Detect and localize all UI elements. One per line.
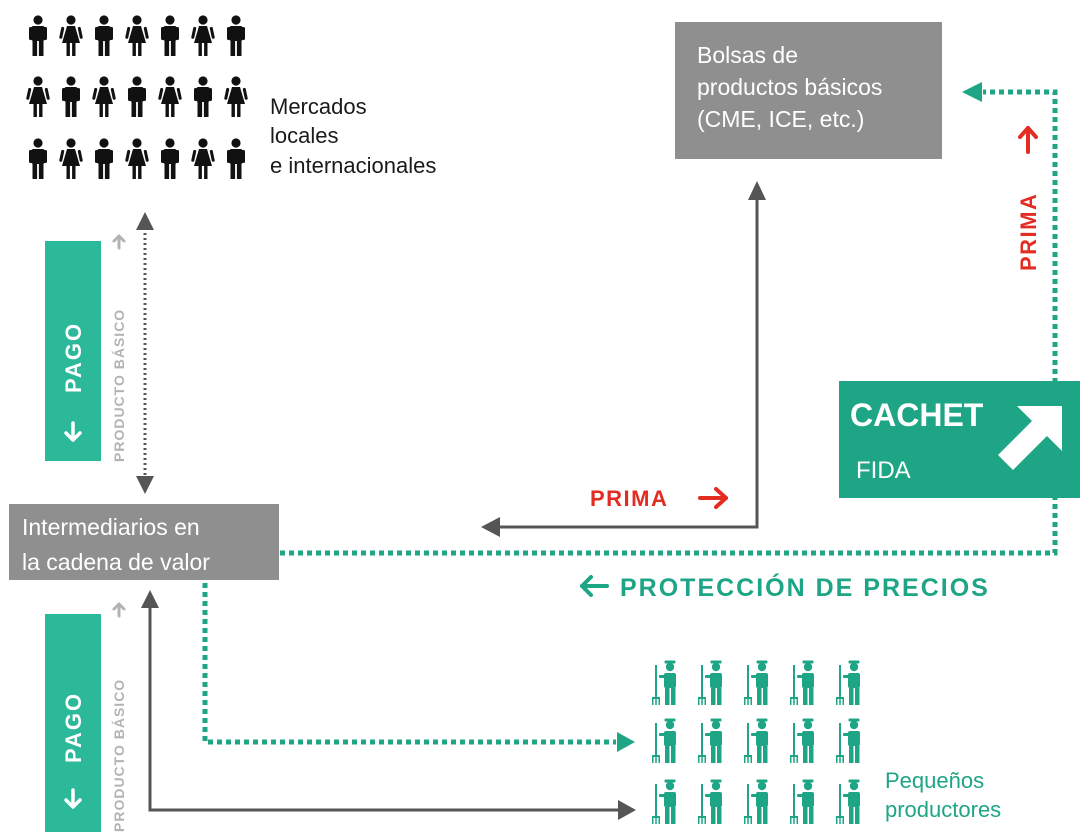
markets-label-line2: locales [270,123,338,148]
person-icon [191,138,215,179]
intermediaries-label-line2: la cadena de valor [22,549,210,575]
markets-intermediaries-connector [136,212,154,494]
diagonal-arrow-icon [998,406,1062,470]
person-icon [59,138,83,179]
person-icon [29,138,47,179]
person-icon [95,138,113,179]
farmer-with-pitchfork-icon [698,779,722,824]
intermediaries-producers-solid-connector [141,590,636,820]
price-protection-label: PROTECCIÓN DE PRECIOS [620,572,990,602]
person-icon [92,76,116,117]
person-icon [29,15,47,56]
farmer-with-pitchfork-icon [790,779,814,824]
producers-farmer-grid [652,660,860,824]
farmer-with-pitchfork-icon [698,660,722,705]
person-icon [227,15,245,56]
pago-bottom-label: PAGO [61,692,86,763]
arrow-down-icon [64,788,82,809]
cachet-subtitle: FIDA [856,457,911,484]
farmer-with-pitchfork-icon [790,660,814,705]
arrow-down-icon [64,421,82,442]
farmer-with-pitchfork-icon [652,779,676,824]
producers-label-line2: productores [885,797,1001,822]
farmer-with-pitchfork-icon [836,718,860,763]
person-icon [125,15,149,56]
farmer-with-pitchfork-icon [836,660,860,705]
arrow-up-icon [112,602,126,618]
farmer-with-pitchfork-icon [652,660,676,705]
person-icon [95,15,113,56]
producers-label-line1: Pequeños [885,768,984,793]
exchanges-label-line3: (CME, ICE, etc.) [697,106,864,132]
markets-label-line3: e internacionales [270,153,436,178]
person-icon [161,138,179,179]
exchanges-label-line2: productos básicos [697,74,882,100]
farmer-with-pitchfork-icon [652,718,676,763]
intermediaries-producers-dotted-connector [202,583,635,752]
person-icon [191,15,215,56]
arrow-right-icon [698,487,728,509]
person-icon [194,76,212,117]
farmer-with-pitchfork-icon [698,718,722,763]
markets-label-line1: Mercados [270,94,367,119]
farmer-with-pitchfork-icon [836,779,860,824]
person-icon [62,76,80,117]
arrow-left-icon [580,575,609,597]
prima-connector [481,181,766,537]
producto-bottom-label: PRODUCTO BÁSICO [111,679,127,832]
exchanges-box [675,22,942,159]
person-icon [161,15,179,56]
prima-horizontal-label: PRIMA [590,486,668,511]
person-icon [26,76,50,117]
prima-vertical-label: PRIMA [1016,193,1041,271]
producto-top-label: PRODUCTO BÁSICO [111,309,127,462]
farmer-with-pitchfork-icon [790,718,814,763]
arrow-up-icon [1018,126,1038,154]
intermediaries-box [9,504,279,580]
farmer-with-pitchfork-icon [744,718,768,763]
cachet-box: CACHET FIDA [839,381,1080,498]
person-icon [227,138,245,179]
exchanges-label-line1: Bolsas de [697,42,798,68]
person-icon [128,76,146,117]
markets-people-grid [26,15,248,179]
farmer-with-pitchfork-icon [744,660,768,705]
person-icon [158,76,182,117]
person-icon [59,15,83,56]
pago-top-label: PAGO [61,322,86,393]
intermediaries-label-line1: Intermediarios en [22,514,200,540]
arrow-up-icon [112,234,126,250]
person-icon [125,138,149,179]
price-protection-connector [280,82,1058,556]
farmer-with-pitchfork-icon [744,779,768,824]
cachet-title: CACHET [850,397,984,433]
person-icon [224,76,248,117]
